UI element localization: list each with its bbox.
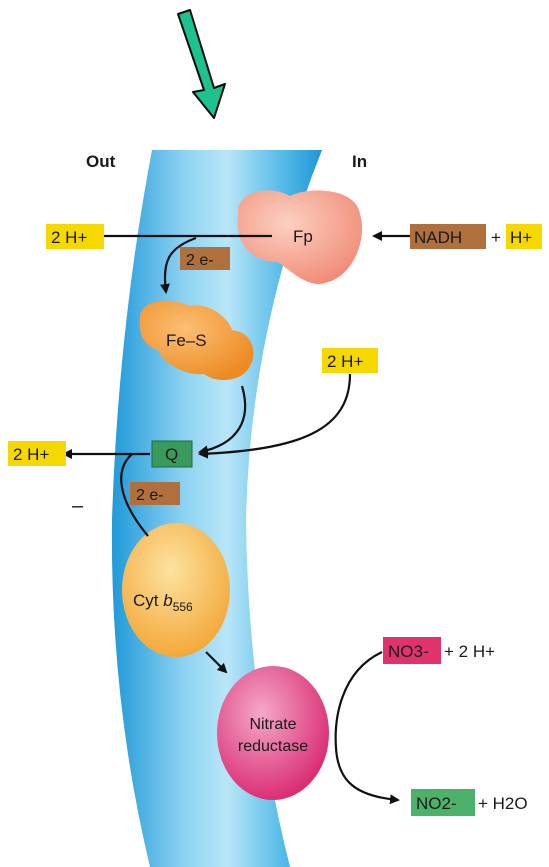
header-in: In xyxy=(352,152,367,171)
proton-in-right: 2 H+ xyxy=(322,348,378,373)
header-out: Out xyxy=(86,152,116,171)
quinone: Q xyxy=(152,441,192,467)
nitrate-reductase-line2: reductase xyxy=(238,738,308,755)
electrons-mid: 2 e- xyxy=(130,482,180,505)
fes-label: Fe–S xyxy=(166,331,207,350)
nitrate-reductase: Nitrate reductase xyxy=(217,666,329,800)
nitrate-reductase-line1: Nitrate xyxy=(249,716,296,733)
nitrite-output: NO2- + H2O xyxy=(411,789,528,816)
cyt-b556: Cyt b556 xyxy=(122,523,230,657)
water-tail: + H2O xyxy=(478,794,528,813)
input-arrow xyxy=(178,10,225,118)
nitrate-input: NO3- + 2 H+ xyxy=(383,637,495,664)
nitrite-label: NO2- xyxy=(416,794,457,813)
q-label: Q xyxy=(165,445,178,464)
electrons-mid-label: 2 e- xyxy=(136,487,164,504)
proton-out-top: 2 H+ xyxy=(46,224,104,249)
minus-sign: – xyxy=(72,495,84,517)
proton-out-mid: 2 H+ xyxy=(8,441,66,466)
h-plus-label: H+ xyxy=(510,228,532,247)
electrons-top: 2 e- xyxy=(180,247,230,270)
proton-in-right-label: 2 H+ xyxy=(327,352,363,371)
nadh-label: NADH xyxy=(414,228,462,247)
proton-out-top-label: 2 H+ xyxy=(51,228,87,247)
nadh-input: NADH + H+ xyxy=(410,224,542,249)
fp-label: Fp xyxy=(293,227,313,246)
nadh-plus: + xyxy=(491,228,501,247)
nitrate-tail: + 2 H+ xyxy=(444,642,495,661)
nitrate-label: NO3- xyxy=(388,642,429,661)
proton-out-mid-label: 2 H+ xyxy=(13,445,49,464)
electrons-top-label: 2 e- xyxy=(186,252,214,269)
